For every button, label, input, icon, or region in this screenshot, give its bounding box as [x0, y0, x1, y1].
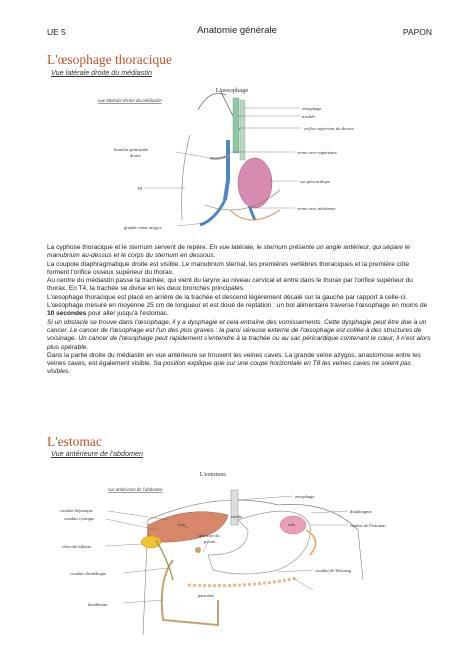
paragraph-6: Dans la partie droite du médiastin en vu… — [47, 352, 432, 377]
header-course: UE 5 — [47, 27, 66, 37]
label2-diaphragme: diaphragme — [350, 509, 372, 514]
p1-regular: La cyphose thoracique et le sternum serv… — [47, 244, 210, 251]
label-trachee: trachée — [302, 114, 315, 119]
section-subtitle-estomac: Vue antérieure de l'abdomen — [51, 449, 143, 458]
duodenum — [160, 559, 219, 627]
paragraph-4: L'œsophage thoracique est placé en arriè… — [47, 294, 432, 319]
label2-choledoque: conduit cholédoque — [70, 571, 106, 576]
estomac-diagram: L'estomac vue antérieure de l'abdomen — [60, 471, 386, 636]
body-outline — [147, 499, 359, 531]
label2-pancreas: pancréas — [198, 593, 214, 598]
thorax-curve — [197, 92, 227, 111]
p4-bold: 10 secondes — [47, 310, 87, 318]
pancreas — [187, 576, 299, 588]
p6-italic: Sa position explique que sur une coupe h… — [47, 360, 411, 376]
superior-vena-cava — [223, 140, 230, 201]
label-vci: veine cave inférieure — [297, 206, 336, 211]
label2-fundus: fundus de l'estomac — [350, 523, 386, 528]
section-title-oesophage: L'œsophage thoracique — [47, 52, 173, 67]
spleen — [279, 515, 307, 535]
right-bronchus — [209, 154, 231, 160]
fundus — [305, 529, 317, 556]
pericardial-sac — [237, 157, 273, 209]
p6-regular: Dans la partie droite du médiastin en vu… — [47, 351, 421, 368]
label2-cardia: cardia — [231, 514, 242, 519]
label2-conduit-cystique: conduit cystique — [64, 516, 94, 521]
body-side-right — [357, 529, 364, 581]
oesophagus-lower — [230, 489, 239, 526]
bile-duct — [155, 539, 174, 581]
diaphragm-line — [204, 189, 281, 211]
label2-sphincter-2: pylore — [204, 539, 215, 544]
section-title-estomac: L'estomac — [47, 434, 102, 449]
oesophagus-tube — [239, 99, 246, 161]
p4-end: pour aller jusqu'à l'estomac. — [86, 310, 169, 318]
label2-oesophage: oesophage — [295, 494, 314, 499]
paragraph-3: Au centre du médiastin passe la trachée,… — [47, 277, 413, 293]
header-author: PAPON — [402, 27, 432, 37]
gallbladder — [140, 535, 162, 549]
label-t8: T8 — [137, 186, 143, 191]
label-azygos: grande veine azygos — [124, 225, 162, 230]
label2-rate: rate — [288, 522, 295, 527]
label2-sphincter-1: sphincter du — [198, 533, 220, 538]
label2-conduit-hepatique: conduit hépatique — [60, 508, 93, 513]
label-sac: sac péricardique — [300, 179, 330, 184]
label-orifice: orifice supérieur du thorax — [304, 126, 354, 131]
header-title: Anatomie générale — [197, 25, 277, 36]
figure2-view-caption: vue antérieure de l'abdomen — [108, 488, 163, 493]
label-bronche-1: branche principale — [114, 147, 148, 152]
section-subtitle-oesophage: Vue latérale droite du médiastin — [51, 68, 152, 77]
paragraph-2: La coupole diaphragmatique droite est vi… — [47, 260, 410, 276]
stomach — [207, 510, 311, 575]
label2-vesicule: vésicule biliaire — [62, 544, 91, 549]
azygos-vein — [199, 199, 227, 227]
label-oesophage: oesophage — [302, 106, 321, 111]
label-vcs: veine cave supérieure — [297, 150, 337, 155]
figure2-title: L'estomac — [200, 471, 227, 478]
label-bronche-2: droite — [130, 153, 141, 158]
label2-foie: foie — [178, 522, 185, 527]
oesophage-diagram: L'oesophage vue latérale droite du média… — [98, 87, 354, 230]
trachea — [232, 97, 240, 154]
spine-outline — [181, 134, 191, 221]
oesophage-text: La cyphose thoracique et le sternum serv… — [47, 244, 432, 377]
pylorus — [195, 547, 201, 553]
figure-title: L'oesophage — [216, 87, 249, 94]
label2-wirsung: conduit de Wirsung — [315, 568, 352, 573]
p1-italic: En vue latérale, le sternum présente un … — [47, 244, 410, 260]
label2-duodenum: duodénum — [88, 602, 108, 607]
figure-view-caption: vue latérale droite du médiastin — [98, 99, 162, 104]
lower-vessel — [229, 209, 281, 221]
p4-start: L'œsophage thoracique est placé en arriè… — [47, 293, 428, 310]
paragraph-1: La cyphose thoracique et le sternum serv… — [47, 244, 432, 261]
paragraph-5: Si un obstacle se trouve dans l'œsophage… — [47, 318, 431, 351]
